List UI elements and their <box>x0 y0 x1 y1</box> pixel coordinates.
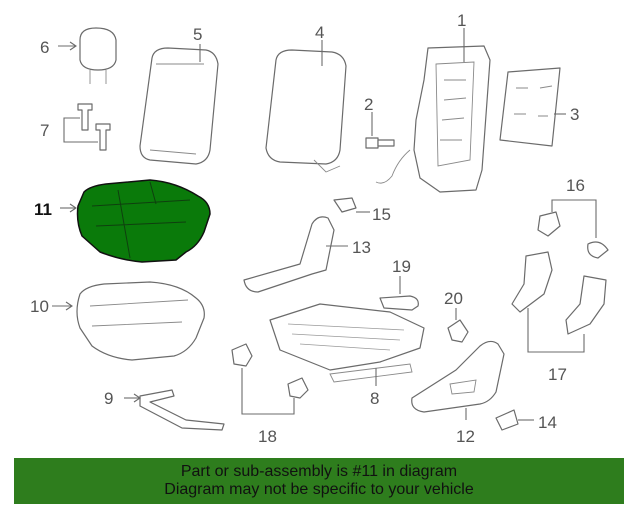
callout-9: 9 <box>104 389 113 408</box>
part-7-headrest-guide[interactable]: 7 <box>40 103 111 151</box>
callout-20: 20 <box>444 289 463 308</box>
part-14-knob[interactable]: 14 <box>495 409 557 432</box>
callout-1: 1 <box>457 11 466 30</box>
callout-12: 12 <box>456 427 475 446</box>
callout-15: 15 <box>372 205 391 224</box>
part-15-clip[interactable]: 15 <box>333 197 391 224</box>
part-1-seatback-frame[interactable]: 1 <box>375 11 491 193</box>
callout-7: 7 <box>40 121 49 140</box>
part-10-seat-cushion-pad[interactable]: 10 <box>30 281 205 361</box>
callout-10: 10 <box>30 297 49 316</box>
callout-18: 18 <box>258 427 277 446</box>
part-20-bracket[interactable]: 20 <box>444 289 469 343</box>
callout-16: 16 <box>566 176 585 195</box>
part-16-clip[interactable]: 16 <box>537 176 609 259</box>
callout-14: 14 <box>538 413 557 432</box>
callout-3: 3 <box>570 105 579 124</box>
callout-17: 17 <box>548 365 567 384</box>
part-13-side-shield[interactable]: 13 <box>243 216 371 293</box>
notice-line-2: Diagram may not be specific to your vehi… <box>164 481 474 498</box>
callout-19: 19 <box>392 257 411 276</box>
callout-6: 6 <box>40 38 49 57</box>
diagram-notice-banner: Part or sub-assembly is #11 in diagram D… <box>14 458 624 504</box>
part-6-headrest[interactable]: 6 <box>40 27 117 84</box>
part-8-seat-track[interactable]: 8 <box>269 303 425 408</box>
callout-13: 13 <box>352 238 371 257</box>
callout-2: 2 <box>364 95 373 114</box>
part-5-seatback-pad[interactable]: 5 <box>139 25 219 165</box>
part-11-seat-cushion-highlighted[interactable]: 11 <box>34 179 211 263</box>
seat-parts-diagram: 6 7 5 4 1 2 <box>30 11 609 446</box>
part-4-seatback-cover[interactable]: 4 <box>265 23 347 173</box>
callout-5: 5 <box>193 25 202 44</box>
callout-8: 8 <box>370 389 379 408</box>
callout-11: 11 <box>34 200 52 219</box>
part-19-wire[interactable]: 19 <box>379 257 419 311</box>
part-18-bracket[interactable]: 18 <box>231 343 309 446</box>
part-2-bolt[interactable]: 2 <box>364 95 395 149</box>
part-12-side-cover[interactable]: 12 <box>411 340 505 446</box>
part-17-shield[interactable]: 17 <box>511 251 607 384</box>
part-9-lever[interactable]: 9 <box>104 389 225 431</box>
part-3-panel[interactable]: 3 <box>499 67 579 147</box>
callout-4: 4 <box>315 23 324 42</box>
notice-line-1: Part or sub-assembly is #11 in diagram <box>180 463 458 480</box>
